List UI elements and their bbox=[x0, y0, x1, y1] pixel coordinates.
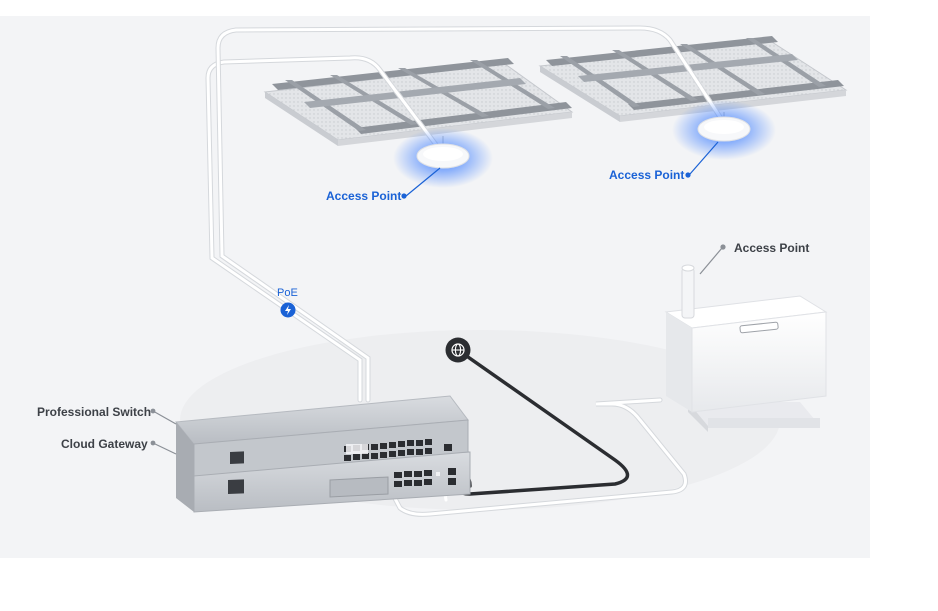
poe-label: PoE bbox=[277, 287, 298, 299]
ceiling-tile-left bbox=[263, 58, 574, 146]
outdoor-enclosure bbox=[664, 244, 828, 432]
network-rack-stack bbox=[175, 395, 471, 513]
cloud-gateway-label: Cloud Gateway bbox=[61, 437, 148, 451]
globe-icon bbox=[445, 337, 471, 363]
access-point-right bbox=[672, 100, 776, 178]
access-point-outdoor-label: Access Point bbox=[734, 241, 810, 255]
lightning-bolt-icon bbox=[280, 302, 296, 318]
professional-switch-label: Professional Switch bbox=[37, 405, 152, 419]
access-point-left bbox=[393, 128, 493, 199]
poe-cables bbox=[205, 25, 725, 517]
access-point-left-label: Access Point bbox=[326, 189, 402, 203]
access-point-right-label: Access Point bbox=[609, 168, 685, 182]
